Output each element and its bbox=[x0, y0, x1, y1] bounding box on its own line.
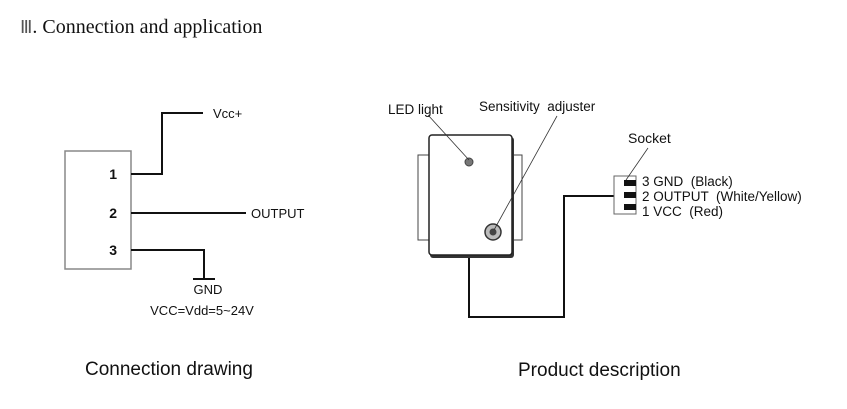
section-title-text: . Connection and application bbox=[32, 16, 263, 38]
product-description-caption: Product description bbox=[518, 360, 681, 381]
socket-pin-2-label: 2 OUTPUT (White/Yellow) bbox=[642, 189, 802, 204]
socket-leader-line bbox=[625, 147, 649, 181]
pin-2-label: 2 bbox=[109, 205, 117, 221]
gnd-label: GND bbox=[194, 282, 223, 297]
output-label: OUTPUT bbox=[251, 206, 305, 221]
socket-pin-1 bbox=[624, 204, 636, 210]
socket-pin-2 bbox=[624, 192, 636, 198]
sensor-body bbox=[64, 150, 132, 270]
socket-pin-1-label: 1 VCC (Red) bbox=[642, 204, 723, 219]
voltage-note: VCC=Vdd=5~24V bbox=[150, 303, 254, 318]
led-light-icon bbox=[464, 157, 474, 167]
led-leader-line bbox=[427, 114, 470, 161]
section-title: Ⅲ. Connection and application bbox=[20, 16, 262, 39]
socket-label: Socket bbox=[628, 130, 671, 146]
pin-1-label: 1 bbox=[109, 166, 117, 182]
gnd-wire bbox=[131, 249, 205, 278]
product-description: LED light Sensitivity adjuster Socket 3 … bbox=[388, 99, 802, 318]
vcc-wire bbox=[131, 112, 203, 175]
vcc-label: Vcc+ bbox=[213, 106, 242, 121]
adjuster-leader-line bbox=[493, 115, 558, 231]
connection-drawing-caption: Connection drawing bbox=[85, 359, 253, 380]
socket-pin-3 bbox=[624, 180, 636, 186]
connection-drawing: 1 2 3 Vcc+ OUTPUT GND VCC=Vdd=5~24V bbox=[64, 106, 305, 318]
sensor-cable bbox=[468, 195, 614, 318]
led-light-label: LED light bbox=[388, 102, 443, 117]
socket-pin-3-label: 3 GND (Black) bbox=[642, 174, 733, 189]
sensitivity-adjuster-label: Sensitivity adjuster bbox=[479, 99, 596, 114]
section-numeral: Ⅲ bbox=[20, 17, 33, 37]
pin-3-label: 3 bbox=[109, 242, 117, 258]
adjuster-knob bbox=[489, 228, 497, 236]
